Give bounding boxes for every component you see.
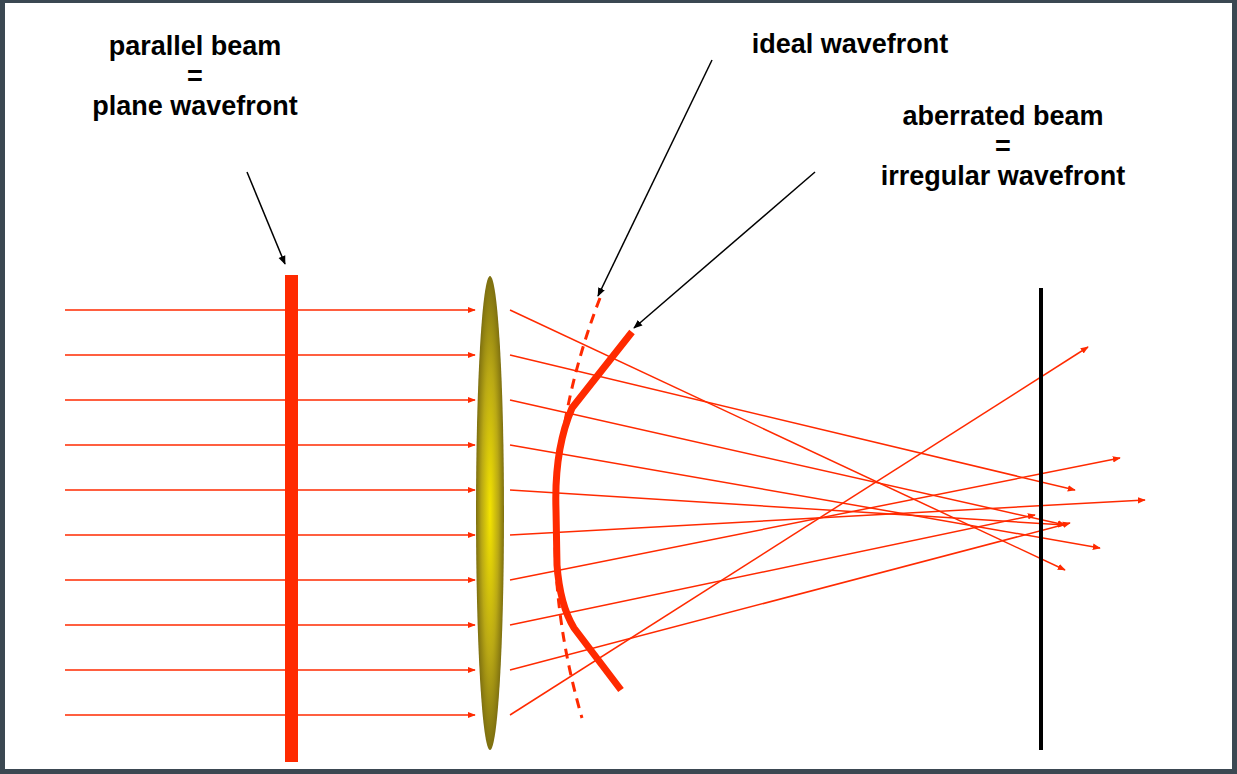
light-ray [65, 354, 475, 356]
aberrated-wavefront [556, 332, 632, 690]
light-ray [65, 489, 475, 491]
label-text: = [995, 132, 1011, 162]
light-ray [65, 309, 475, 311]
light-ray [65, 579, 475, 581]
light-ray [510, 515, 1035, 625]
label-text: irregular wavefront [881, 162, 1126, 192]
label-text: aberrated beam [902, 102, 1103, 132]
screen [1039, 288, 1043, 750]
light-ray [510, 400, 1065, 525]
light-ray [65, 444, 475, 446]
light-ray [510, 523, 1070, 670]
plane-wavefront [285, 275, 298, 762]
leader-line [598, 60, 712, 296]
light-ray [65, 714, 475, 716]
light-ray [510, 500, 1145, 535]
leader-line [247, 172, 285, 264]
label-text: plane wavefront [92, 92, 298, 122]
light-ray [65, 534, 475, 536]
light-ray [65, 624, 475, 626]
white-panel [5, 3, 1232, 769]
incoming-rays [65, 310, 475, 715]
lens [476, 276, 504, 750]
outgoing-rays [510, 310, 1145, 715]
label-text: parallel beam [109, 32, 282, 62]
leader-line [634, 172, 815, 328]
light-ray [510, 445, 1100, 548]
light-ray [65, 399, 475, 401]
label-text: ideal wavefront [752, 30, 949, 60]
light-ray [65, 669, 475, 671]
label-text: = [187, 62, 203, 92]
